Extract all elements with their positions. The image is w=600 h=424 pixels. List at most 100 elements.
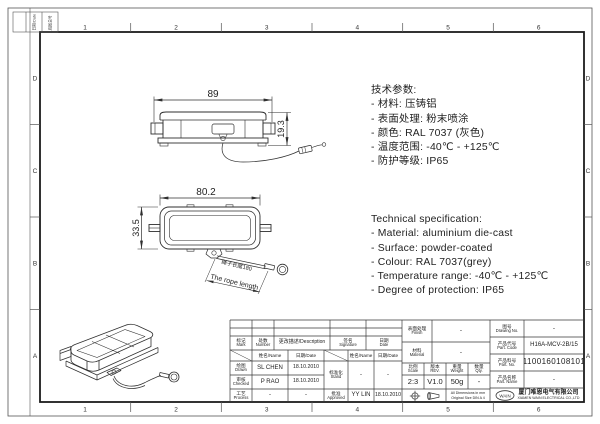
svg-text:D: D <box>33 76 38 83</box>
svg-text:5: 5 <box>446 407 450 414</box>
first-angle-projection-icon <box>409 390 440 401</box>
tb-name-subheader-left: 姓名/Name <box>258 352 282 358</box>
tb-scale-value: 2:3 <box>407 376 419 386</box>
spec-cn-item: - 防护等级: IP65 <box>371 156 449 168</box>
svg-text:WAIN: WAIN <box>499 393 510 398</box>
tb-stand-date: - <box>387 371 389 378</box>
tb-weight-value: 50g <box>450 376 464 386</box>
plan-view-rope: 绳子长度180 The rope length <box>204 248 289 295</box>
corner-label-1: 日期/Date <box>32 14 37 31</box>
tb-date-subheader-left: 日期/Date <box>295 352 317 358</box>
spec-en-title: Technical specification: <box>371 214 483 225</box>
view-isometric <box>59 323 180 389</box>
svg-text:A: A <box>586 353 591 360</box>
spec-en-item: - Material: aluminium die-cast <box>371 228 513 240</box>
svg-text:1: 1 <box>83 25 87 32</box>
spec-block-en: Technical specification: - Material: alu… <box>371 213 548 299</box>
spec-en-item: - Degree of protection: IP65 <box>371 285 505 297</box>
spec-block-cn: 技术参数: - 材料: 压铸铝 - 表面处理: 粉末喷涂 - 颜色: RAL 7… <box>371 84 500 170</box>
svg-text:3: 3 <box>265 25 269 32</box>
svg-text:2: 2 <box>174 407 178 414</box>
tb-projection-symbols <box>402 389 446 402</box>
svg-text:2: 2 <box>174 25 178 32</box>
svg-text:C: C <box>33 168 38 175</box>
svg-text:B: B <box>33 261 37 268</box>
svg-text:D: D <box>586 76 591 83</box>
svg-text:4: 4 <box>355 407 359 414</box>
svg-text:A: A <box>33 353 38 360</box>
svg-text:B: B <box>586 261 590 268</box>
tb-process-date: - <box>305 392 307 399</box>
view-plan: 80.2 33.5 <box>131 187 289 295</box>
svg-text:1: 1 <box>83 407 87 414</box>
svg-text:4: 4 <box>355 25 359 32</box>
wain-logo-icon: WAIN <box>495 389 514 401</box>
tb-dimensions-note: All Dimensions in mm Original Size DIN A… <box>450 391 486 400</box>
dim-side-height: 19.3 <box>276 120 286 138</box>
projection-cone-icon <box>427 391 440 400</box>
tb-stand-name: - <box>360 371 362 378</box>
spec-en-item: - Colour: RAL 7037(grey) <box>371 256 492 268</box>
tb-drawn-date: 18.10.2010 <box>293 364 319 371</box>
tb-material-value: - <box>459 348 463 356</box>
dim-plan-width: 80.2 <box>196 187 216 198</box>
tb-qty-value: - <box>477 376 481 386</box>
svg-text:6: 6 <box>537 407 541 414</box>
spec-cn-item: - 温度范围: -40℃ - +125℃ <box>371 142 500 154</box>
sheet-frame <box>7 7 593 417</box>
side-view-cable <box>221 142 327 163</box>
dim-plan-height: 33.5 <box>131 219 141 237</box>
tb-name-subheader-right: 姓名/Name <box>349 352 373 358</box>
tb-rev-value: V1.0 <box>427 376 443 386</box>
spec-en-item: - Temperature range: -40℃ - +125℃ <box>371 271 549 283</box>
tb-description-header: 更改描述/Description <box>278 339 326 346</box>
tb-partname-value: - <box>552 375 556 383</box>
tb-process-name: - <box>269 392 271 399</box>
corner-label-2: 底图总号 <box>48 15 53 30</box>
tb-finish-value: - <box>459 327 463 335</box>
svg-text:6: 6 <box>537 25 541 32</box>
svg-text:5: 5 <box>446 25 450 32</box>
company-name-en: XIAMEN WAIN ELECTRICAL CO.,LTD <box>517 396 580 401</box>
view-side-elevation: 89 19.3 <box>150 89 327 163</box>
zone-labels: 1 2 3 4 5 6 1 2 3 4 5 6 D C B A D C B A <box>33 25 591 414</box>
title-block-grid <box>229 319 584 402</box>
tb-company: WAIN 厦门唯恩电气有限公司 XIAMEN WAIN ELECTRICAL C… <box>490 388 584 402</box>
tb-drawingno-value: - <box>552 324 556 332</box>
spec-cn-item: - 材料: 压铸铝 <box>371 99 437 111</box>
spec-cn-item: - 表面处理: 粉末喷涂 <box>371 113 469 125</box>
spec-cn-item: - 颜色: RAL 7037 (灰色) <box>371 127 485 139</box>
tb-partcode-value: H16A-MCV-2B/15 <box>530 342 578 349</box>
tb-approved-name: YY LIN <box>351 392 371 399</box>
tb-checked-date: 18.10.2010 <box>293 378 319 385</box>
tb-approved-date: 18.10.2010 <box>375 391 401 398</box>
svg-text:C: C <box>586 168 591 175</box>
tb-partno-value: 1100160108101 <box>524 357 584 367</box>
spec-cn-title: 技术参数: <box>371 85 417 96</box>
svg-text:3: 3 <box>265 407 269 414</box>
dim-top-width: 89 <box>207 89 219 100</box>
company-name-cn: 厦门唯恩电气有限公司 <box>518 389 579 396</box>
tb-date-subheader-right: 日期/Date <box>377 352 399 358</box>
